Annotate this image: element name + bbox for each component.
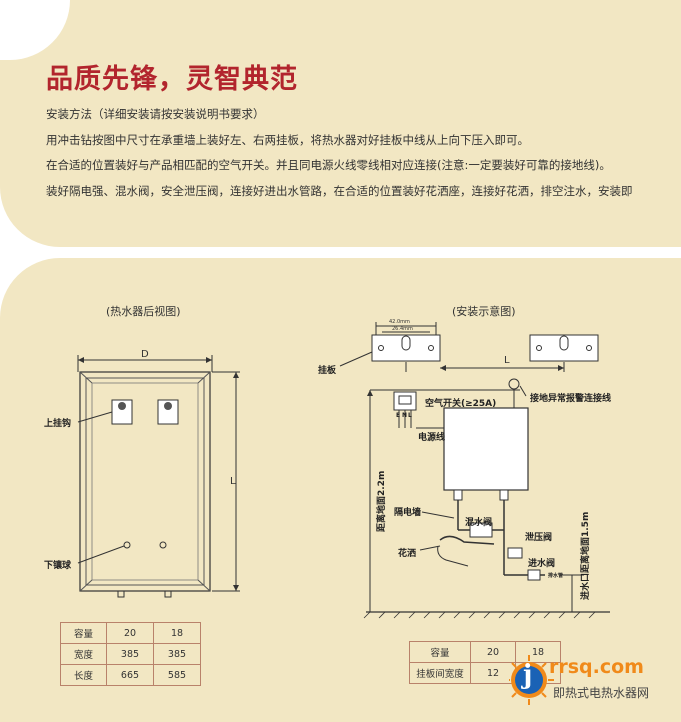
table-cell: 18 xyxy=(515,641,561,663)
dim-d-label: D xyxy=(141,349,149,360)
table-cell: 665 xyxy=(106,664,154,686)
inlet-height-label: 进水口距离地面1.5m xyxy=(581,511,591,600)
page-title: 品质先锋，灵智典范 xyxy=(46,64,298,95)
dim-l-label: L xyxy=(230,476,236,487)
ground-wire-label: 接地异常报警连接线 xyxy=(530,394,612,404)
table-row: 容量 20 18 xyxy=(60,622,201,644)
plate-dim-outer: 42.0mm xyxy=(389,319,410,325)
left-diagram-caption: (热水器后视图) xyxy=(106,305,181,318)
mounting-plate-label: 挂板 xyxy=(318,366,337,376)
instructions-heading: 安装方法（详细安装请按安装说明书要求） xyxy=(46,107,265,121)
right-diagram-caption: (安装示意图) xyxy=(452,305,516,318)
table-cell: 585 xyxy=(153,664,201,686)
site-logo-icon xyxy=(509,655,554,705)
instruction-line-2: 在合适的位置装好与产品相匹配的空气开关。并且同电源火线零线相对应连接(注意:一定… xyxy=(46,158,611,172)
logo-domain: rrsq.com xyxy=(549,656,644,678)
mixing-valve-label: 混水阀 xyxy=(465,518,493,528)
height-label: 距离地面2.2m xyxy=(377,470,387,532)
isolation-wall-label: 隔电墙 xyxy=(394,508,422,518)
terminal-l-label: L xyxy=(408,412,412,419)
plate-spacing-label: L xyxy=(504,355,510,366)
table-row: 宽度 385 385 xyxy=(60,643,201,665)
relief-valve-label: 泄压阀 xyxy=(525,533,553,543)
instruction-line-1: 用冲击钻按图中尺寸在承重墙上装好左、右两挂板，将热水器对好挂板中线从上向下压入即… xyxy=(46,133,529,147)
lower-ball-label: 下镶球 xyxy=(44,561,72,571)
inlet-valve-label: 进水阀 xyxy=(528,559,556,569)
terminal-e-label: E xyxy=(396,412,401,419)
air-switch-label: 空气开关(≥25A) xyxy=(425,399,497,409)
logo-letter: j xyxy=(523,660,533,690)
terminal-n-label: N xyxy=(402,412,408,419)
table-cell: 挂板间宽度 xyxy=(409,662,471,684)
upper-hook-label: 上挂钩 xyxy=(44,419,72,429)
instruction-line-3: 装好隔电强、混水阀，安全泄压阀，连接好进出水管路，在合适的位置装好花洒座，连接好… xyxy=(46,184,633,198)
plate-dim-inner: 26.4mm xyxy=(392,326,413,332)
shower-label: 花洒 xyxy=(398,549,417,559)
table-cell: 容量 xyxy=(409,641,471,663)
table-row: 长度 665 585 xyxy=(60,664,201,686)
top-panel xyxy=(0,0,681,247)
left-spec-table: 容量 20 18 宽度 385 385 长度 665 585 xyxy=(60,622,201,686)
drain-pipe-label: 排水管 xyxy=(548,573,564,579)
logo-site-name: 即热式电热水器网 xyxy=(553,686,650,700)
power-cord-label: 电源线 xyxy=(418,433,446,443)
